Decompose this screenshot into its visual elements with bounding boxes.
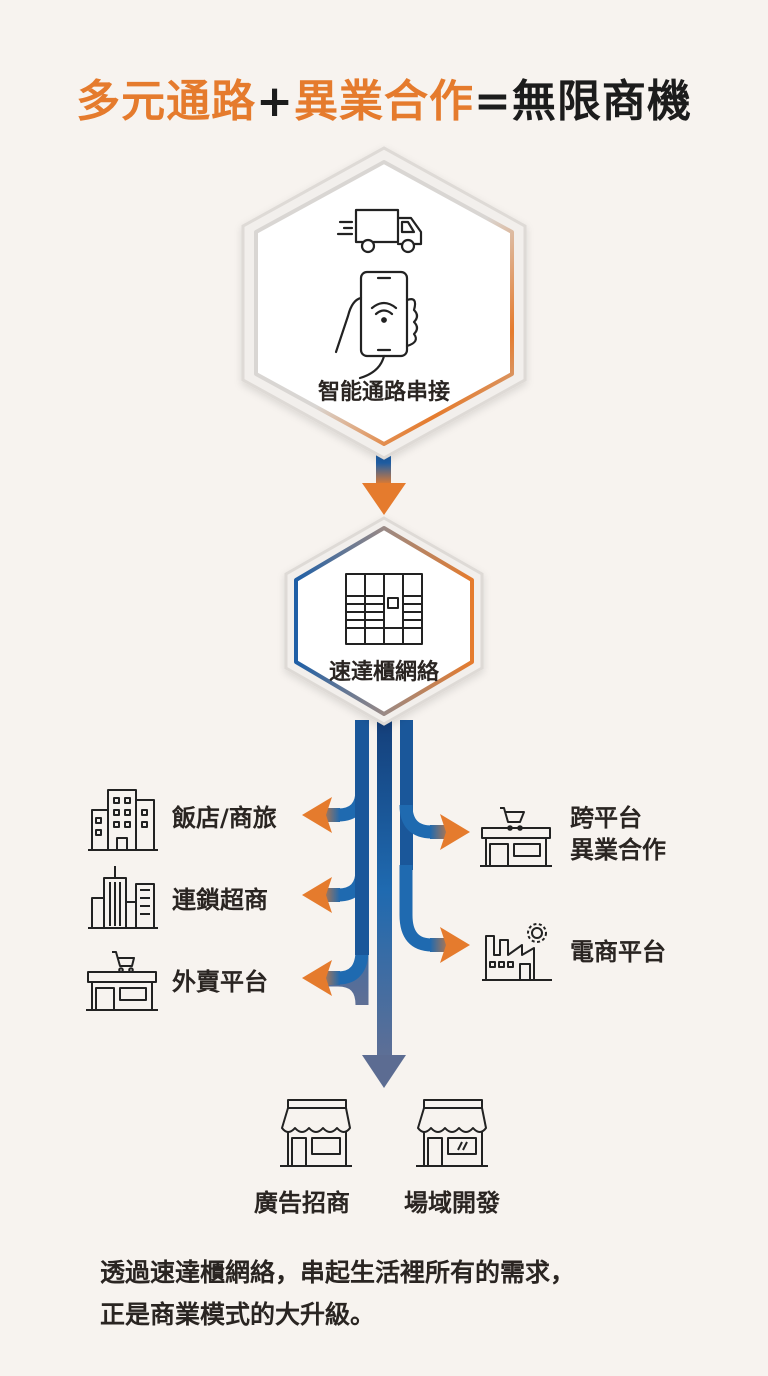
arrow-right-ecommerce: [430, 927, 470, 963]
title-equals: =: [474, 76, 512, 127]
hotel-building-icon: [88, 789, 158, 851]
delivery-truck-icon: [336, 208, 423, 254]
branch-label-advertising: 廣告招商: [254, 1189, 350, 1217]
branch-label-venue-development: 場域開發: [404, 1189, 500, 1217]
title-part-opportunity: 無限商機: [511, 76, 692, 127]
city-buildings-icon: [88, 866, 158, 929]
footer-line-1: 透過速達櫃網絡，串起生活裡所有的需求，: [100, 1258, 576, 1287]
footer-line-2: 正是商業模式的大升級。: [100, 1300, 376, 1329]
arrow-down-bottom-icon: [362, 1055, 406, 1088]
branch-label-hotel: 飯店/商旅: [172, 804, 277, 832]
arrow-right-crossplatform: [430, 814, 470, 850]
branch-label-cross-platform-line2: 異業合作: [570, 836, 666, 864]
shop-cart-icon: [86, 951, 158, 1011]
branch-label-cross-platform: 跨平台 異業合作: [570, 802, 666, 866]
title-part-cooperation: 異業合作: [294, 76, 474, 127]
smartphone-wifi-icon: [334, 270, 419, 380]
arrow-left-convenience: [302, 877, 340, 913]
arrow-left-hotel: [302, 797, 340, 833]
branch-label-food-delivery: 外賣平台: [172, 968, 268, 996]
arrow-left-delivery: [302, 960, 340, 996]
title-plus: +: [256, 76, 294, 127]
footer-text: 透過速達櫃網絡，串起生活裡所有的需求， 正是商業模式的大升級。: [100, 1252, 575, 1336]
branch-label-convenience-store: 連鎖超商: [172, 886, 268, 914]
locker-icon: [345, 573, 423, 645]
title-part-channels: 多元通路: [76, 76, 257, 127]
node-label-locker-network: 速達櫃網絡: [328, 660, 439, 685]
factory-gear-icon: [482, 923, 552, 981]
distribution-lines: [302, 720, 470, 1088]
storefront-icon: [280, 1099, 352, 1167]
page-title: 多元通路+異業合作=無限商機: [0, 72, 768, 132]
storefront-icon: [416, 1099, 488, 1167]
branch-label-ecommerce: 電商平台: [570, 938, 666, 966]
arrow-down-icon: [362, 483, 406, 515]
node-label-smart-channel: 智能通路串接: [317, 380, 450, 405]
branch-label-cross-platform-line1: 跨平台: [570, 804, 642, 832]
shop-cart-icon-right: [480, 807, 552, 867]
